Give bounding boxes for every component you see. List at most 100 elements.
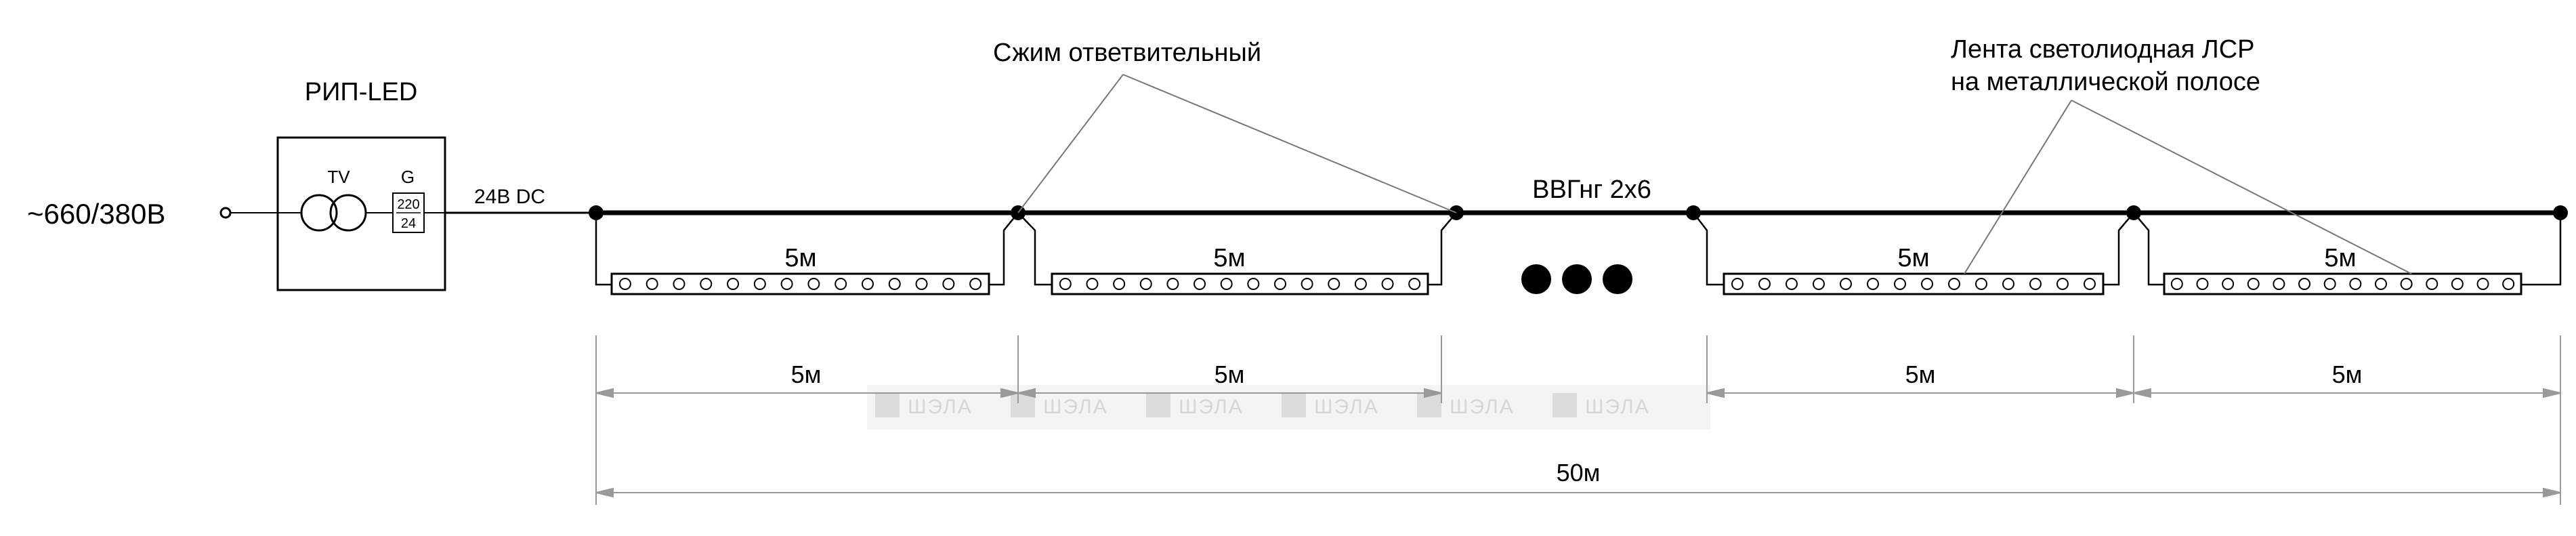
svg-text:220: 220 xyxy=(397,197,419,212)
led-dot xyxy=(1813,278,1825,290)
svg-text:24: 24 xyxy=(401,216,416,231)
led-dot xyxy=(1059,278,1072,290)
led-dot xyxy=(2502,278,2515,290)
svg-text:5м: 5м xyxy=(2324,244,2356,272)
svg-text:5м: 5м xyxy=(784,244,816,272)
dimension-extension-lines xyxy=(595,335,2561,505)
led-dot xyxy=(1139,278,1152,290)
segment-dimension-3: 5м xyxy=(1905,360,1936,388)
strip-callout-line-1: Лента светолиодная ЛСР xyxy=(1951,35,2255,64)
watermark-4: ШЭЛА xyxy=(1282,393,1379,418)
segment-dimension-1: 5м xyxy=(791,360,822,388)
led-dot xyxy=(1894,278,1906,290)
led-dot xyxy=(1247,278,1260,290)
led-dot xyxy=(2056,278,2069,290)
led-dot xyxy=(1381,278,1394,290)
led-dot xyxy=(673,278,685,290)
segment-dimension-2: 5м xyxy=(1215,360,1245,388)
led-dot xyxy=(780,278,793,290)
watermark-3: ШЭЛА xyxy=(1146,393,1244,418)
led-dot xyxy=(2222,278,2235,290)
total-dimension-line xyxy=(595,487,2561,498)
svg-text:5м: 5м xyxy=(1897,244,1929,272)
led-dot xyxy=(1408,278,1421,290)
power-supply-unit: TV G 220 24 xyxy=(276,136,446,291)
svg-text:ШЭЛА: ШЭЛА xyxy=(1585,396,1650,418)
power-supply-title: РИП-LED xyxy=(305,78,418,106)
led-strip-2: 5м xyxy=(1051,244,1429,295)
led-dot xyxy=(1354,278,1367,290)
led-dot xyxy=(1921,278,1933,290)
led-dot xyxy=(1328,278,1340,290)
led-dot xyxy=(1301,278,1313,290)
watermark-5: ШЭЛА xyxy=(1417,393,1515,418)
led-dot xyxy=(2349,278,2362,290)
branch-wires xyxy=(595,212,2562,286)
segment-dimension-4: 5м xyxy=(2332,360,2363,388)
led-dot xyxy=(1758,278,1771,290)
clamp-callout-label: Сжим ответвительный xyxy=(993,39,1261,67)
led-strip-1: 5м xyxy=(610,244,990,295)
led-strip-4: 5м xyxy=(2163,244,2522,295)
led-dot xyxy=(2170,278,2183,290)
led-dot xyxy=(1194,278,1206,290)
led-dot xyxy=(1948,278,1960,290)
led-dot xyxy=(1731,278,1744,290)
led-dot xyxy=(2196,278,2209,290)
led-dot xyxy=(727,278,740,290)
led-dot xyxy=(753,278,766,290)
svg-text:ШЭЛА: ШЭЛА xyxy=(908,396,973,418)
total-dimension-label: 50м xyxy=(1557,459,1601,487)
watermark-band: ШЭЛА ШЭЛА ШЭЛА ШЭЛА ШЭЛА ШЭЛА xyxy=(867,385,1710,430)
tv-label: TV xyxy=(327,167,350,187)
led-dot xyxy=(2374,278,2387,290)
led-dot xyxy=(646,278,658,290)
led-dot xyxy=(969,278,982,290)
led-dot xyxy=(1273,278,1286,290)
led-dot xyxy=(2084,278,2096,290)
watermark-2: ШЭЛА xyxy=(1011,393,1108,418)
led-dot xyxy=(942,278,955,290)
led-dot xyxy=(2273,278,2285,290)
watermark-6: ШЭЛА xyxy=(1553,393,1650,418)
clamp-leader-lines xyxy=(1017,74,1457,213)
led-dot xyxy=(2426,278,2438,290)
cable-label: ВВГнг 2х6 xyxy=(1532,176,1651,204)
led-dot xyxy=(1975,278,1987,290)
led-dot xyxy=(1086,278,1099,290)
led-dot xyxy=(1166,278,1179,290)
led-dot xyxy=(2298,278,2311,290)
input-voltage-label: ~660/380В xyxy=(27,198,165,230)
svg-text:ШЭЛА: ШЭЛА xyxy=(1450,396,1515,418)
led-dot xyxy=(2476,278,2489,290)
led-dot xyxy=(2451,278,2464,290)
led-dot xyxy=(2247,278,2260,290)
led-dot xyxy=(2029,278,2042,290)
led-dot xyxy=(807,278,820,290)
strip-leader-lines xyxy=(1964,100,2412,274)
continuation-dots xyxy=(1521,264,1632,294)
generator-label: G xyxy=(401,167,415,187)
led-dot xyxy=(915,278,928,290)
svg-text:ШЭЛА: ШЭЛА xyxy=(1043,396,1108,418)
strip-callout-line-2: на металлической полосе xyxy=(1951,68,2260,96)
svg-text:ШЭЛА: ШЭЛА xyxy=(1314,396,1379,418)
led-dot xyxy=(1220,278,1233,290)
led-dot xyxy=(835,278,847,290)
led-dot xyxy=(2400,278,2413,290)
led-dot xyxy=(700,278,713,290)
led-dot xyxy=(1840,278,1852,290)
led-dot xyxy=(888,278,901,290)
led-dot xyxy=(861,278,874,290)
svg-text:5м: 5м xyxy=(1213,244,1245,272)
led-dot xyxy=(618,278,631,290)
output-voltage-label: 24В DC xyxy=(474,186,545,208)
svg-text:ШЭЛА: ШЭЛА xyxy=(1179,396,1244,418)
led-dot xyxy=(2002,278,2014,290)
segment-dimension-lines xyxy=(595,388,2561,398)
led-dot xyxy=(1113,278,1126,290)
led-dot xyxy=(1867,278,1879,290)
led-dot xyxy=(1786,278,1798,290)
watermark-1: ШЭЛА xyxy=(875,393,973,418)
